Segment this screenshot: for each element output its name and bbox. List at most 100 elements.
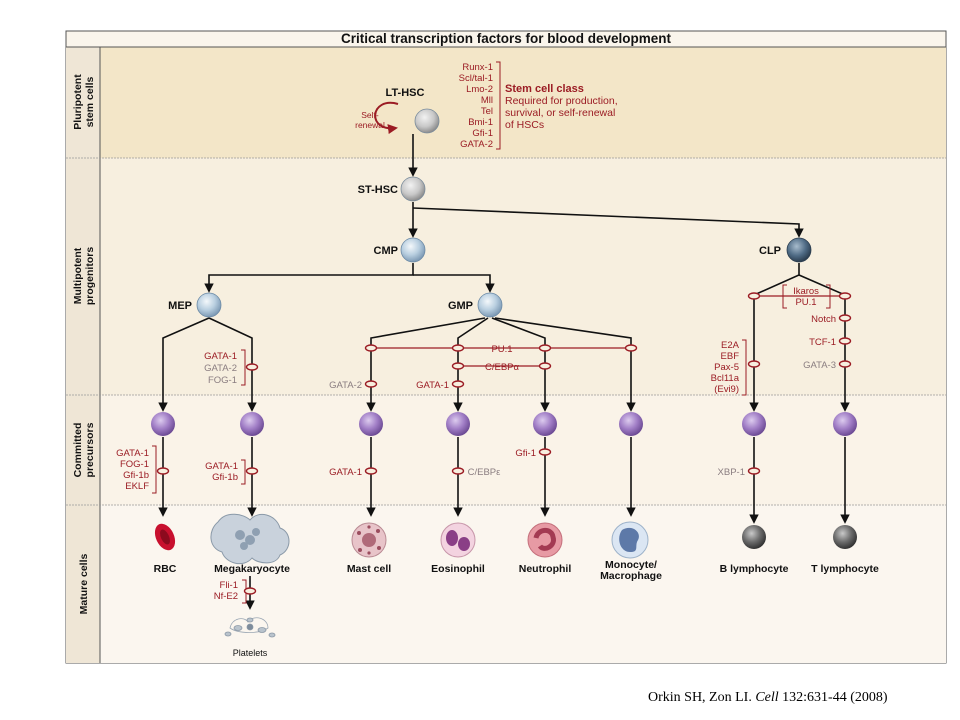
factor-gata2-mast: GATA-2 [329,380,362,391]
factor-node [364,344,378,352]
cmp-cell [400,237,426,263]
factor-node [451,380,465,388]
clp-label: CLP [759,245,781,257]
gmp-cell [477,292,503,318]
stem-cell-factor: Gfi-1 [472,128,493,139]
factor-gata3: GATA-3 [803,360,836,371]
factor-gata2: GATA-2 [204,363,237,374]
rbc-precursor [151,412,175,436]
lthsc-label: LT-HSC [386,87,425,99]
stem-cell-class-desc: of HSCs [505,119,544,131]
stem-cell-class-heading: Stem cell class [505,83,584,95]
factor-node [747,360,761,368]
stem-cell-factor: Mll [481,95,493,106]
citation-authors: Orkin SH, Zon LI. [648,690,756,705]
factor-b-early: EBF [721,351,740,362]
mk-precursor [240,412,264,436]
factor-b-early: Pax-5 [714,362,739,373]
stem-cell-factor: Runx-1 [462,62,493,73]
clp-cell [786,237,812,263]
b-factor-bracket [742,339,747,396]
gmp-label: GMP [448,300,473,312]
factor-fog1: FOG-1 [208,375,237,386]
factor-cebpa: C/EBPα [485,362,520,373]
rbc-cell [154,523,176,551]
band-bg-pluripotent [100,47,946,158]
band-label-mature: Mature cells [78,553,90,614]
mast-precursor [359,412,383,436]
factor-mast: GATA-1 [329,467,362,478]
ikaros-bracket-left [782,284,787,309]
band-label-multi: Multipotent [72,247,84,304]
citation: Orkin SH, Zon LI. Cell 132:631-44 (2008) [648,690,948,706]
factor-b-early: Bcl11a [711,373,740,384]
label-b-lymphocyte: B lymphocyte [720,563,789,575]
factor-node [364,380,378,388]
factor-ikaros: Ikaros [793,286,819,297]
stem-cell-factor: GATA-2 [460,139,493,150]
ikaros-bracket-right [826,284,831,309]
factor-node [451,362,465,370]
band-label-multi: progenitors [84,247,96,305]
mono-precursor [619,412,643,436]
band-label-committed: precursors [84,422,96,477]
label-eosinophil: Eosinophil [431,563,485,575]
factor-node [624,344,638,352]
factor-rbc: GATA-1 [116,448,149,459]
factor-node [838,292,852,300]
neut-precursor [533,412,557,436]
sthsc-label: ST-HSC [358,184,398,196]
stem-cell-bracket [496,61,501,150]
factor-node [838,360,852,368]
band-bg-multipotent [100,158,946,395]
factor-gata1: GATA-1 [204,351,237,362]
factor-mk: GATA-1 [205,461,238,472]
t-lymphocyte-cell [833,525,857,549]
mep-label: MEP [168,300,192,312]
citation-rest: 132:631-44 (2008) [778,690,888,705]
eos-precursor [446,412,470,436]
band-label-committed: Committed [72,423,84,478]
stem-cell-factor: Scl/tal-1 [459,73,493,84]
factor-node [364,467,378,475]
band-label-pluri: Pluripotent [72,74,84,130]
factor-rbc: Gfi-1b [123,470,149,481]
factor-rbc: EKLF [125,481,149,492]
label-platelets: Platelets [233,648,268,658]
label-megakaryocyte: Megakaryocyte [214,563,290,575]
label-neutrophil: Neutrophil [519,563,572,575]
factor-node [747,292,761,300]
self-renewal-label: renewal [355,120,385,130]
stem-cell-class-desc: Required for production, [505,95,618,107]
factor-node [245,467,259,475]
factor-node [838,337,852,345]
mast-cell [351,522,387,558]
factor-node [538,344,552,352]
factor-node [838,314,852,322]
b-lymphocyte-cell [742,525,766,549]
label-t-lymphocyte: T lymphocyte [811,563,879,575]
factor-notch: Notch [811,314,836,325]
factor-rbc: FOG-1 [120,459,149,470]
factor-node [156,467,170,475]
factor-node [451,467,465,475]
lthsc-cell [414,108,440,134]
label-mast-cell: Mast cell [347,563,391,575]
neutrophil-cell [527,522,563,558]
stem-cell-factor: Lmo-2 [466,84,493,95]
band-bg-committed [100,395,946,505]
factor-b: XBP-1 [718,467,745,478]
factor-node [538,362,552,370]
factor-node [243,587,257,595]
band-label-column [66,47,100,663]
b-precursor [742,412,766,436]
megakaryocyte-cell [210,513,290,565]
factor-b-early: E2A [721,340,740,351]
cmp-label: CMP [374,245,398,257]
factor-mk: Gfi-1b [212,472,238,483]
factor-node [538,448,552,456]
self-renewal-label: Self- [361,110,379,120]
t-precursor [833,412,857,436]
